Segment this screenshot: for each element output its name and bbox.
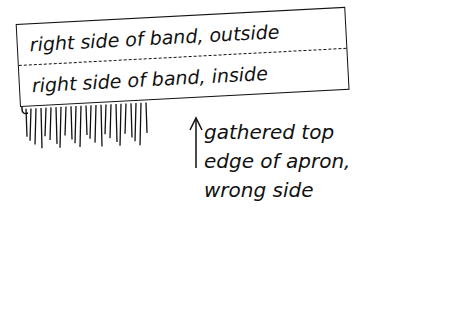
gather-fold <box>35 108 36 144</box>
gather-fold <box>71 106 72 139</box>
band-side-label: right side of band, outside <box>17 8 347 66</box>
gather-fold <box>105 104 106 134</box>
gather-fold <box>86 106 87 135</box>
gathered-fabric <box>26 102 147 148</box>
gather-fold <box>120 104 121 146</box>
gather-fold <box>50 107 51 140</box>
gather-fold <box>116 104 117 142</box>
gather-fold <box>131 103 132 137</box>
leader-arrow <box>190 118 202 168</box>
gather-fold <box>41 108 42 148</box>
band-side-label: right side of band, inside <box>19 49 349 106</box>
waistband: right side of band, outsideright side of… <box>16 7 350 107</box>
gather-fold <box>80 106 81 147</box>
gather-fold <box>95 105 96 143</box>
gather-fold <box>146 102 147 133</box>
gather-fold <box>101 105 102 147</box>
callout-note: gathered top edge of apron, wrong side <box>204 118 372 205</box>
gather-fold <box>60 107 61 148</box>
gather-fold <box>30 108 31 140</box>
gather-fold <box>125 103 126 133</box>
gather-fold <box>45 108 46 137</box>
gather-fold <box>65 107 66 136</box>
gather-fold <box>90 105 91 138</box>
gather-fold <box>110 104 111 138</box>
gather-fold <box>140 103 141 146</box>
gather-fold <box>56 107 57 144</box>
gather-fold <box>75 106 76 143</box>
gather-fold <box>135 103 136 141</box>
